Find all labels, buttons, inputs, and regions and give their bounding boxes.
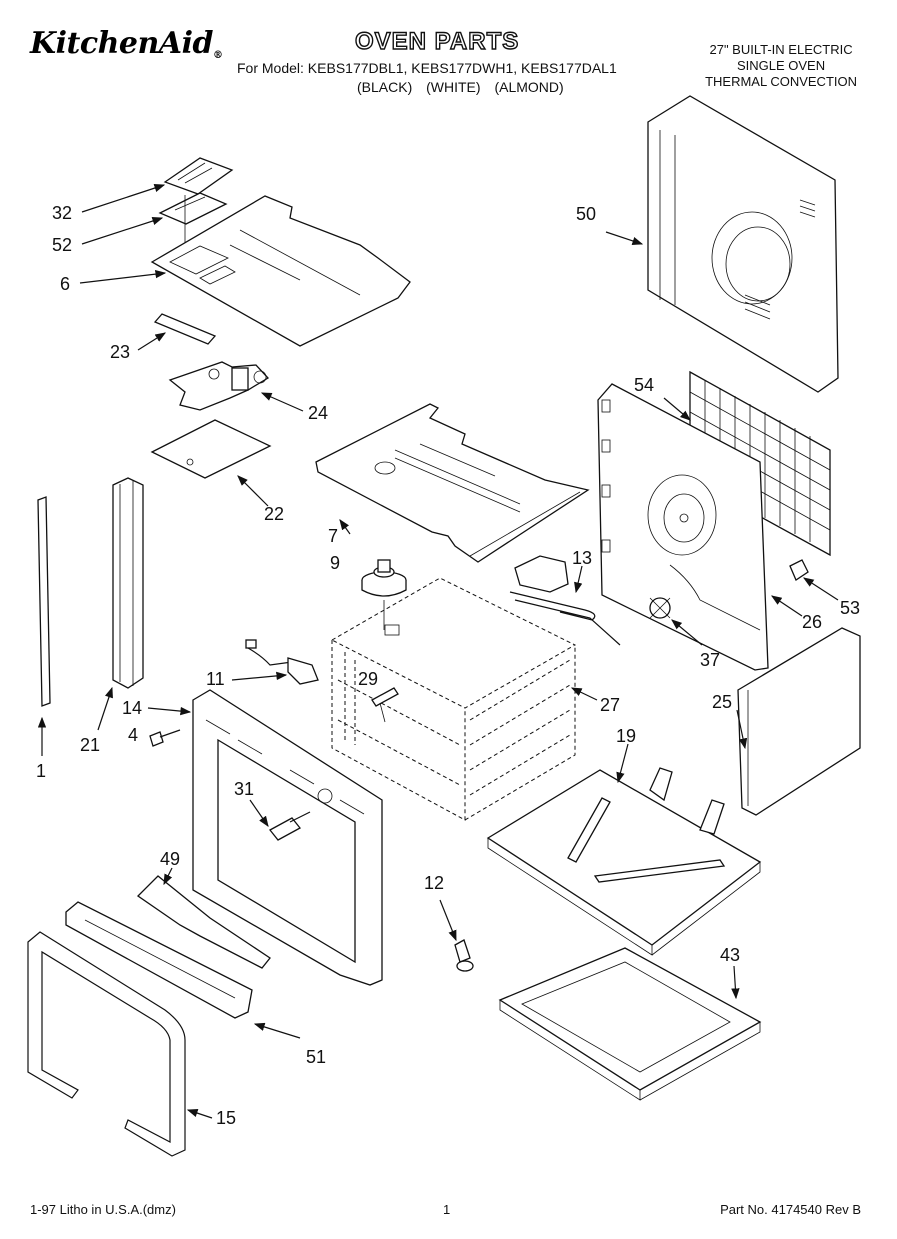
product-type-line-2: SINGLE OVEN xyxy=(736,58,826,73)
part-7-oven-top-shield xyxy=(315,403,590,563)
callout-9: 9 xyxy=(330,553,340,573)
part-26-fan-housing xyxy=(597,383,769,671)
registered-mark: ® xyxy=(212,50,223,61)
product-type-line-1: 27" BUILT-IN ELECTRIC xyxy=(709,42,853,57)
callout-13: 13 xyxy=(572,548,592,568)
product-type-line-3: THERMAL CONVECTION xyxy=(705,74,857,89)
part-43-bottom-tray xyxy=(498,947,762,1101)
callout-52: 52 xyxy=(52,235,72,255)
callout-43: 43 xyxy=(720,945,740,965)
part-11-harness xyxy=(245,639,319,685)
product-type-block: 27" BUILT-IN ELECTRIC SINGLE OVEN THERMA… xyxy=(705,42,857,90)
part-53-clip xyxy=(789,559,809,581)
part-19-bottom-shield xyxy=(486,767,762,956)
part-6-top-panel xyxy=(150,195,411,347)
callout-labels: 32 52 6 23 24 22 7 9 13 50 54 53 26 37 2… xyxy=(36,203,860,1128)
callout-21: 21 xyxy=(80,735,100,755)
callout-50: 50 xyxy=(576,204,596,224)
kitchenaid-logo: KitchenAid® xyxy=(30,26,223,61)
callout-23: 23 xyxy=(110,342,130,362)
part-37-fan-blade xyxy=(649,597,671,619)
footer-part-number: Part No. 4174540 Rev B xyxy=(720,1202,861,1217)
callout-26: 26 xyxy=(802,612,822,632)
part-22-insulation-pad xyxy=(150,419,272,479)
model-line: For Model: KEBS177DBL1, KEBS177DWH1, KEB… xyxy=(237,60,617,76)
callout-37: 37 xyxy=(700,650,720,670)
part-21-side-trim xyxy=(112,477,144,689)
callout-12: 12 xyxy=(424,873,444,893)
callout-14: 14 xyxy=(122,698,142,718)
part-13-heating-element xyxy=(509,555,621,646)
part-52-insulator xyxy=(158,192,228,265)
part-50-rear-panel xyxy=(647,95,839,393)
part-14-front-frame xyxy=(192,689,383,986)
part-23-bracket xyxy=(153,313,217,345)
part-12-oven-lamp xyxy=(454,939,474,972)
part-1-trim-strip xyxy=(37,496,51,707)
callout-31: 31 xyxy=(234,779,254,799)
part-24-door-latch xyxy=(168,361,270,411)
callout-32: 32 xyxy=(52,203,72,223)
part-25-side-panel xyxy=(737,627,861,816)
leader-lines xyxy=(37,184,839,1119)
part-31-oven-light-switch xyxy=(269,811,311,841)
callout-53: 53 xyxy=(840,598,860,618)
callout-54: 54 xyxy=(634,375,654,395)
callout-51: 51 xyxy=(306,1047,326,1067)
footer-print-info: 1-97 Litho in U.S.A.(dmz) xyxy=(30,1202,176,1217)
callout-7: 7 xyxy=(328,526,338,546)
callout-6: 6 xyxy=(60,274,70,294)
part-29-temp-sensor xyxy=(371,687,399,723)
callout-1: 1 xyxy=(36,761,46,781)
part-9-convection-fan-motor xyxy=(361,559,407,630)
callout-24: 24 xyxy=(308,403,328,423)
brand-text: KitchenAid xyxy=(30,26,213,61)
callout-22: 22 xyxy=(264,504,284,524)
callout-27: 27 xyxy=(600,695,620,715)
part-4-screw xyxy=(149,729,181,747)
color-line: (BLACK) (WHITE) (ALMOND) xyxy=(357,79,564,95)
callout-4: 4 xyxy=(128,725,138,745)
callout-11: 11 xyxy=(206,669,225,689)
part-51-vent-grille xyxy=(65,901,253,1019)
callout-29: 29 xyxy=(358,669,378,689)
part-27-oven-cavity xyxy=(330,577,577,821)
callout-49: 49 xyxy=(160,849,180,869)
callout-15: 15 xyxy=(216,1108,236,1128)
page-title: OVEN PARTS xyxy=(354,27,520,55)
callout-25: 25 xyxy=(712,692,732,712)
callout-19: 19 xyxy=(616,726,636,746)
footer-page-number: 1 xyxy=(443,1202,451,1217)
part-15-door-gasket xyxy=(27,931,186,1157)
part-32-label-plate xyxy=(163,157,234,195)
